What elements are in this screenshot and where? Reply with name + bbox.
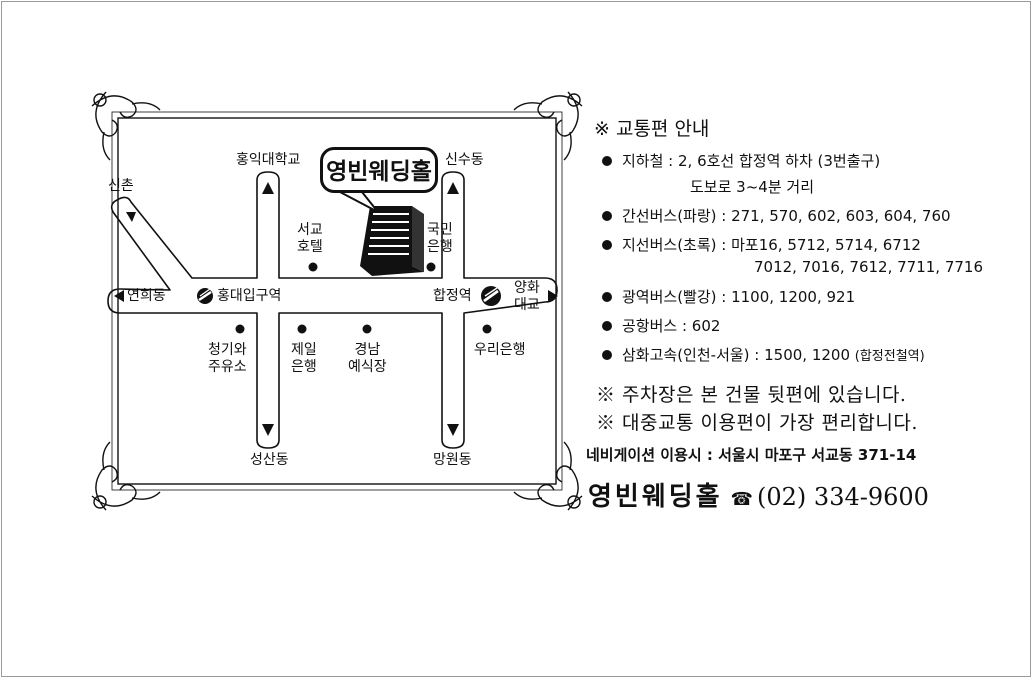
metro-bus-item: 광역버스(빨강) : 1100, 1200, 921 <box>590 286 855 307</box>
label-sinsu: 신수동 <box>445 152 484 168</box>
bullet-icon <box>602 156 612 166</box>
corner-ornament-bl <box>91 441 161 511</box>
dot-kookmin-bank <box>426 262 436 272</box>
label-yanghwa-bridge: 양화 대교 <box>514 280 540 313</box>
express-bus-text: 삼화고속(인천-서울) : 1500, 1200 <box>622 346 855 364</box>
label-yeonhui: 연희동 <box>127 288 166 304</box>
bullet-icon <box>602 321 612 331</box>
phone-number: (02) 334-9600 <box>757 483 929 511</box>
arrow-up-hongik <box>262 182 274 194</box>
dot-gyeongnam <box>362 324 372 334</box>
arrow-down-mangwon <box>447 424 459 436</box>
label-kookmin-bank: 국민 은행 <box>427 222 453 255</box>
subway-icon <box>197 288 213 304</box>
label-hapjeong-station: 합정역 <box>433 288 472 304</box>
dot-seogyo-hotel <box>308 262 318 272</box>
building-icon <box>360 206 424 276</box>
trunk-bus-item: 간선버스(파랑) : 271, 570, 602, 603, 604, 760 <box>590 205 951 226</box>
label-cheonggi-ju: 청기와 주유소 <box>208 342 247 375</box>
corner-ornament-tr <box>513 91 583 161</box>
express-bus-note: (합정전철역) <box>854 349 925 364</box>
label-jeil-bank: 제일 은행 <box>291 342 317 375</box>
airport-bus-text: 공항버스 : 602 <box>622 317 721 335</box>
label-hongik-univ: 홍익대학교 <box>236 152 301 168</box>
express-bus-item: 삼화고속(인천-서울) : 1500, 1200 (합정전철역) <box>590 344 925 365</box>
label-woori-bank: 우리은행 <box>474 342 526 358</box>
trunk-bus-text: 간선버스(파랑) : 271, 570, 602, 603, 604, 760 <box>622 207 951 225</box>
ornamental-frame <box>91 91 583 511</box>
navigation-address: 네비게이션 이용시 : 서울시 마포구 서교동 371-14 <box>586 446 917 464</box>
metro-bus-text: 광역버스(빨강) : 1100, 1200, 921 <box>622 288 856 306</box>
road-network <box>107 171 558 449</box>
bullet-icon <box>602 350 612 360</box>
subway-icon <box>481 286 501 306</box>
label-seongsan: 성산동 <box>250 452 289 468</box>
corner-ornament-br <box>513 441 583 511</box>
brand-row: 영빈웨딩홀 ☎(02) 334-9600 <box>588 476 929 513</box>
arrow-down-seongsan <box>262 424 274 436</box>
bullet-icon <box>602 211 612 221</box>
hall-callout: 영빈웨딩홀 <box>320 147 438 193</box>
subway-text: 지하철 : 2, 6호선 합정역 하차 (3번출구) <box>622 152 881 170</box>
corner-ornament-tl <box>91 91 161 161</box>
arrow-sinchon <box>126 212 136 222</box>
arrow-left-yeonhui <box>114 290 124 302</box>
arrow-right-yanghwa <box>548 290 558 302</box>
branch-bus-item: 지선버스(초록) : 마포16, 5712, 5714, 6712 <box>590 234 921 255</box>
label-hongdae-station: 홍대입구역 <box>217 288 282 304</box>
label-seogyo-hotel: 서교 호텔 <box>297 222 323 255</box>
callout-pointer <box>339 191 379 213</box>
info-title: ※ 교통편 안내 <box>594 118 710 140</box>
arrow-up-sinsu <box>447 182 459 194</box>
branch-bus-cont: 7012, 7016, 7612, 7711, 7716 <box>754 258 984 276</box>
subway-walk: 도보로 3~4분 거리 <box>690 178 814 196</box>
dot-woori-bank <box>482 324 492 334</box>
bullet-icon <box>602 292 612 302</box>
transit-note: ※ 대중교통 이용편이 가장 편리합니다. <box>596 412 918 434</box>
landmark-dots <box>235 262 492 334</box>
label-gyeongnam-hall: 경남 예식장 <box>348 342 387 375</box>
label-sinchon: 신촌 <box>108 178 134 194</box>
bullet-icon <box>602 240 612 250</box>
road-arrows <box>114 182 558 436</box>
parking-note: ※ 주차장은 본 건물 뒷편에 있습니다. <box>596 384 907 406</box>
brand-name: 영빈웨딩홀 <box>588 482 723 512</box>
airport-bus-item: 공항버스 : 602 <box>590 315 720 336</box>
dot-jeil-bank <box>297 324 307 334</box>
branch-bus-text: 지선버스(초록) : 마포16, 5712, 5714, 6712 <box>622 236 921 254</box>
dot-cheonggi-ju <box>235 324 245 334</box>
telephone-icon: ☎ <box>730 489 754 510</box>
subway-item: 지하철 : 2, 6호선 합정역 하차 (3번출구) <box>590 150 880 171</box>
label-mangwon: 망원동 <box>433 452 472 468</box>
